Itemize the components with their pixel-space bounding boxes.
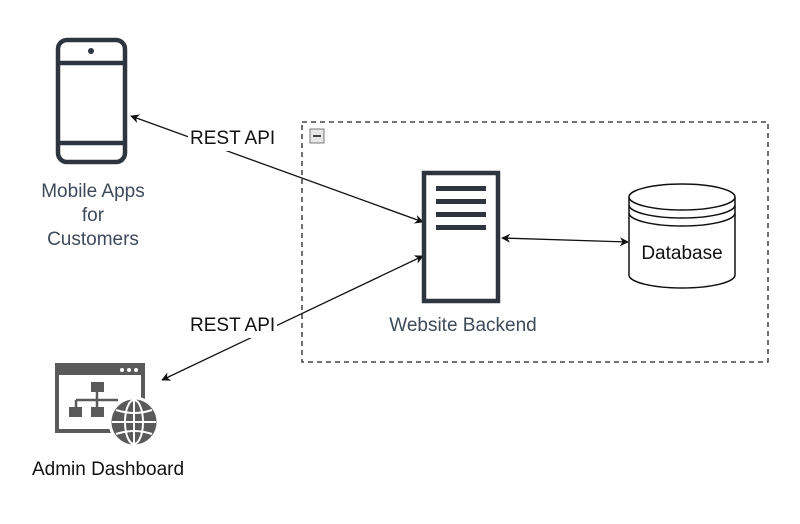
database-cylinder-icon[interactable] (628, 183, 736, 289)
mobile-apps-label: Mobile Apps for Customers (26, 180, 160, 252)
mobile-phone-icon[interactable] (55, 37, 128, 165)
backend-group-container[interactable] (301, 121, 769, 363)
edge-admin-backend[interactable] (161, 255, 424, 381)
admin-dashboard-label: Admin Dashboard (31, 459, 185, 480)
mobile-apps-label-line-2: for (81, 205, 105, 226)
database-label: Database (641, 243, 723, 264)
mobile-apps-label-line-3: Customers (47, 229, 139, 250)
website-backend-label: Website Backend (389, 315, 537, 336)
server-icon[interactable] (421, 170, 501, 304)
edge-label-mobile-rest-api: REST API (188, 127, 278, 151)
minus-square-icon[interactable] (309, 128, 325, 144)
edge-mobile-backend[interactable] (130, 114, 424, 224)
edge-backend-database[interactable] (501, 233, 629, 247)
web-sitemap-globe-icon[interactable] (55, 363, 160, 448)
edge-label-admin-rest-api: REST API (188, 314, 278, 338)
mobile-apps-label-line-1: Mobile Apps (41, 181, 145, 202)
